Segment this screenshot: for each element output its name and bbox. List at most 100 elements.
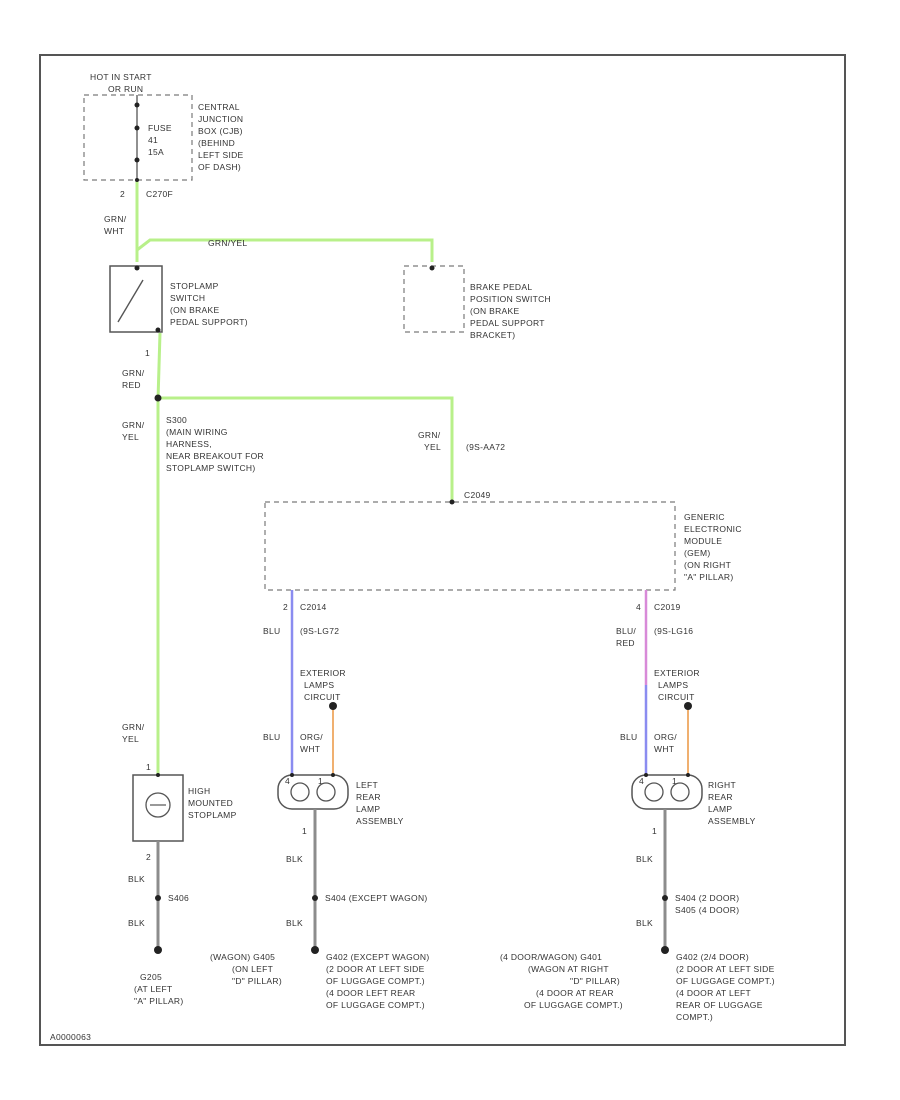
left-lamp-pin1 bbox=[331, 773, 335, 777]
blk-left-lower: BLK bbox=[286, 918, 303, 928]
stoplamp-switch-pin-top bbox=[134, 265, 140, 271]
high-mounted-stoplamp-bulb bbox=[145, 792, 171, 818]
gem-line-0: GENERIC bbox=[684, 512, 725, 522]
s300-line-0: S300 bbox=[166, 415, 187, 425]
right-lamp-pin1 bbox=[686, 773, 690, 777]
ext-left-line-2: CIRCUIT bbox=[304, 692, 341, 702]
g402-right-line-2: OF LUGGAGE COMPT.) bbox=[676, 976, 775, 986]
s300-splice bbox=[154, 394, 162, 402]
stoplamp-switch-pin-bot bbox=[155, 327, 161, 333]
s406-splice bbox=[155, 895, 161, 901]
right-rear-line-1: REAR bbox=[708, 792, 733, 802]
hmsl-pin1 bbox=[156, 773, 160, 777]
g205-label: G205 (AT LEFT "A" PILLAR) bbox=[134, 972, 184, 1006]
left-rear-lamp-box bbox=[277, 774, 349, 810]
left-rear-lamp-bulb bbox=[290, 782, 310, 802]
ext-right-line-2: CIRCUIT bbox=[658, 692, 695, 702]
c270f-pin-label: 2 bbox=[120, 189, 125, 199]
cjb-line-1: JUNCTION bbox=[198, 114, 243, 124]
org-wht-left-1: WHT bbox=[300, 744, 320, 754]
left-pin-label: 2 bbox=[283, 602, 288, 612]
s404-left-label: S404 (EXCEPT WAGON) bbox=[325, 893, 428, 903]
blk-hmsl-upper: BLK bbox=[128, 874, 145, 884]
fuse-label: FUSE bbox=[148, 123, 172, 133]
left-circuit-label: (9S-LG72 bbox=[300, 626, 339, 636]
ext-lamps-right-dot bbox=[684, 702, 692, 710]
ext-left-line-0: EXTERIOR bbox=[300, 668, 346, 678]
left-lamp-pin4 bbox=[290, 773, 294, 777]
right-lamp-pin1-label: 1 bbox=[672, 776, 677, 786]
grn-yel-low-label-1: YEL bbox=[122, 734, 139, 744]
right-rear-lamp-bulb bbox=[644, 782, 664, 802]
blk-left-upper: BLK bbox=[286, 854, 303, 864]
left-ground-pin-label: 1 bbox=[302, 826, 307, 836]
brake-pedal-line-2: (ON BRAKE bbox=[470, 306, 519, 316]
wagon-right-label: (4 DOOR/WAGON) G401 (WAGON AT RIGHT "D" … bbox=[500, 952, 623, 1010]
right-rear-line-0: RIGHT bbox=[708, 780, 736, 790]
left-lamp-pin1-label: 1 bbox=[318, 776, 323, 786]
high-mount-label: HIGH MOUNTED STOPLAMP bbox=[188, 786, 237, 820]
g402-right-line-3: (4 DOOR AT LEFT bbox=[676, 988, 751, 998]
brake-pedal-line-0: BRAKE PEDAL bbox=[470, 282, 532, 292]
right-conn-label: C2019 bbox=[654, 602, 681, 612]
grn-wht-label-0: GRN/ bbox=[104, 214, 127, 224]
g402-right-line-0: G402 (2/4 DOOR) bbox=[676, 952, 749, 962]
g402-left-label: G402 (EXCEPT WAGON) (2 DOOR AT LEFT SIDE… bbox=[326, 952, 429, 1010]
cjb-line-0: CENTRAL bbox=[198, 102, 240, 112]
g205-line-0: G205 bbox=[140, 972, 162, 982]
left-wire-color-label: BLU bbox=[263, 626, 280, 636]
s300-line-4: STOPLAMP SWITCH) bbox=[166, 463, 256, 473]
high-mount-line-2: STOPLAMP bbox=[188, 810, 237, 820]
ext-lamps-right-label: EXTERIOR LAMPS CIRCUIT bbox=[654, 668, 700, 702]
cjb-line-2: BOX (CJB) bbox=[198, 126, 243, 136]
g205-line-1: (AT LEFT bbox=[134, 984, 172, 994]
blk-hmsl-lower: BLK bbox=[128, 918, 145, 928]
brake-pedal-switch-box bbox=[403, 265, 465, 333]
fuse-mid-dot bbox=[134, 125, 140, 131]
g205-line-2: "A" PILLAR) bbox=[134, 996, 184, 1006]
grn-yel-low-label-0: GRN/ bbox=[122, 722, 145, 732]
g402-right-label: G402 (2/4 DOOR) (2 DOOR AT LEFT SIDE OF … bbox=[676, 952, 775, 1022]
cjb-line-4: LEFT SIDE bbox=[198, 150, 244, 160]
blk-right-upper: BLK bbox=[636, 854, 653, 864]
brake-pedal-switch-label: BRAKE PEDAL POSITION SWITCH (ON BRAKE PE… bbox=[470, 282, 551, 340]
blk-right-lower: BLK bbox=[636, 918, 653, 928]
ext-lamps-left-dot bbox=[329, 702, 337, 710]
s404-left-splice bbox=[312, 895, 318, 901]
gem-input-pin bbox=[449, 499, 455, 505]
wagon-right-line-3: (4 DOOR AT REAR bbox=[536, 988, 614, 998]
wagon-left-line-2: "D" PILLAR) bbox=[232, 976, 282, 986]
fuse-top-dot bbox=[134, 102, 140, 108]
s300-label: S300 (MAIN WIRING HARNESS, NEAR BREAKOUT… bbox=[166, 415, 264, 473]
grn-yel-left-label-0: GRN/ bbox=[122, 420, 145, 430]
g402-right-line-5: COMPT.) bbox=[676, 1012, 713, 1022]
fuse-number-label: 41 bbox=[148, 135, 158, 145]
brake-pedal-switch-pin bbox=[429, 265, 435, 271]
g402-left-line-4: OF LUGGAGE COMPT.) bbox=[326, 1000, 425, 1010]
right-circuit-label: (9S-LG16 bbox=[654, 626, 693, 636]
wire-grn-red bbox=[156, 332, 162, 401]
right-lamp-pin4-label: 4 bbox=[639, 776, 644, 786]
gem-circuit-label: (9S-AA72 bbox=[466, 442, 505, 452]
stoplamp-switch-box bbox=[109, 265, 163, 333]
wagon-right-line-1: (WAGON AT RIGHT bbox=[528, 964, 609, 974]
gem-line-2: MODULE bbox=[684, 536, 722, 546]
fuse-bot-dot bbox=[134, 157, 140, 163]
cjb-line-5: OF DASH) bbox=[198, 162, 241, 172]
ext-right-line-1: LAMPS bbox=[658, 680, 688, 690]
right-rear-lamp-label: RIGHT REAR LAMP ASSEMBLY bbox=[708, 780, 755, 826]
gem-line-5: "A" PILLAR) bbox=[684, 572, 734, 582]
central-junction-box bbox=[83, 94, 193, 181]
wagon-left-label: (WAGON) G405 (ON LEFT "D" PILLAR) bbox=[210, 952, 282, 986]
s404-right-label-1: S405 (4 DOOR) bbox=[675, 905, 739, 915]
grn-yel-mid-label-1: YEL bbox=[424, 442, 441, 452]
hmsl-pin-top-label: 1 bbox=[146, 762, 151, 772]
gem-line-1: ELECTRONIC bbox=[684, 524, 742, 534]
stoplamp-switch-arm bbox=[117, 279, 144, 323]
s300-line-2: HARNESS, bbox=[166, 439, 212, 449]
hmsl-pin-bot-label: 2 bbox=[146, 852, 151, 862]
s300-line-1: (MAIN WIRING bbox=[166, 427, 228, 437]
or-run-label: OR RUN bbox=[108, 84, 143, 94]
left-rear-line-1: REAR bbox=[356, 792, 381, 802]
